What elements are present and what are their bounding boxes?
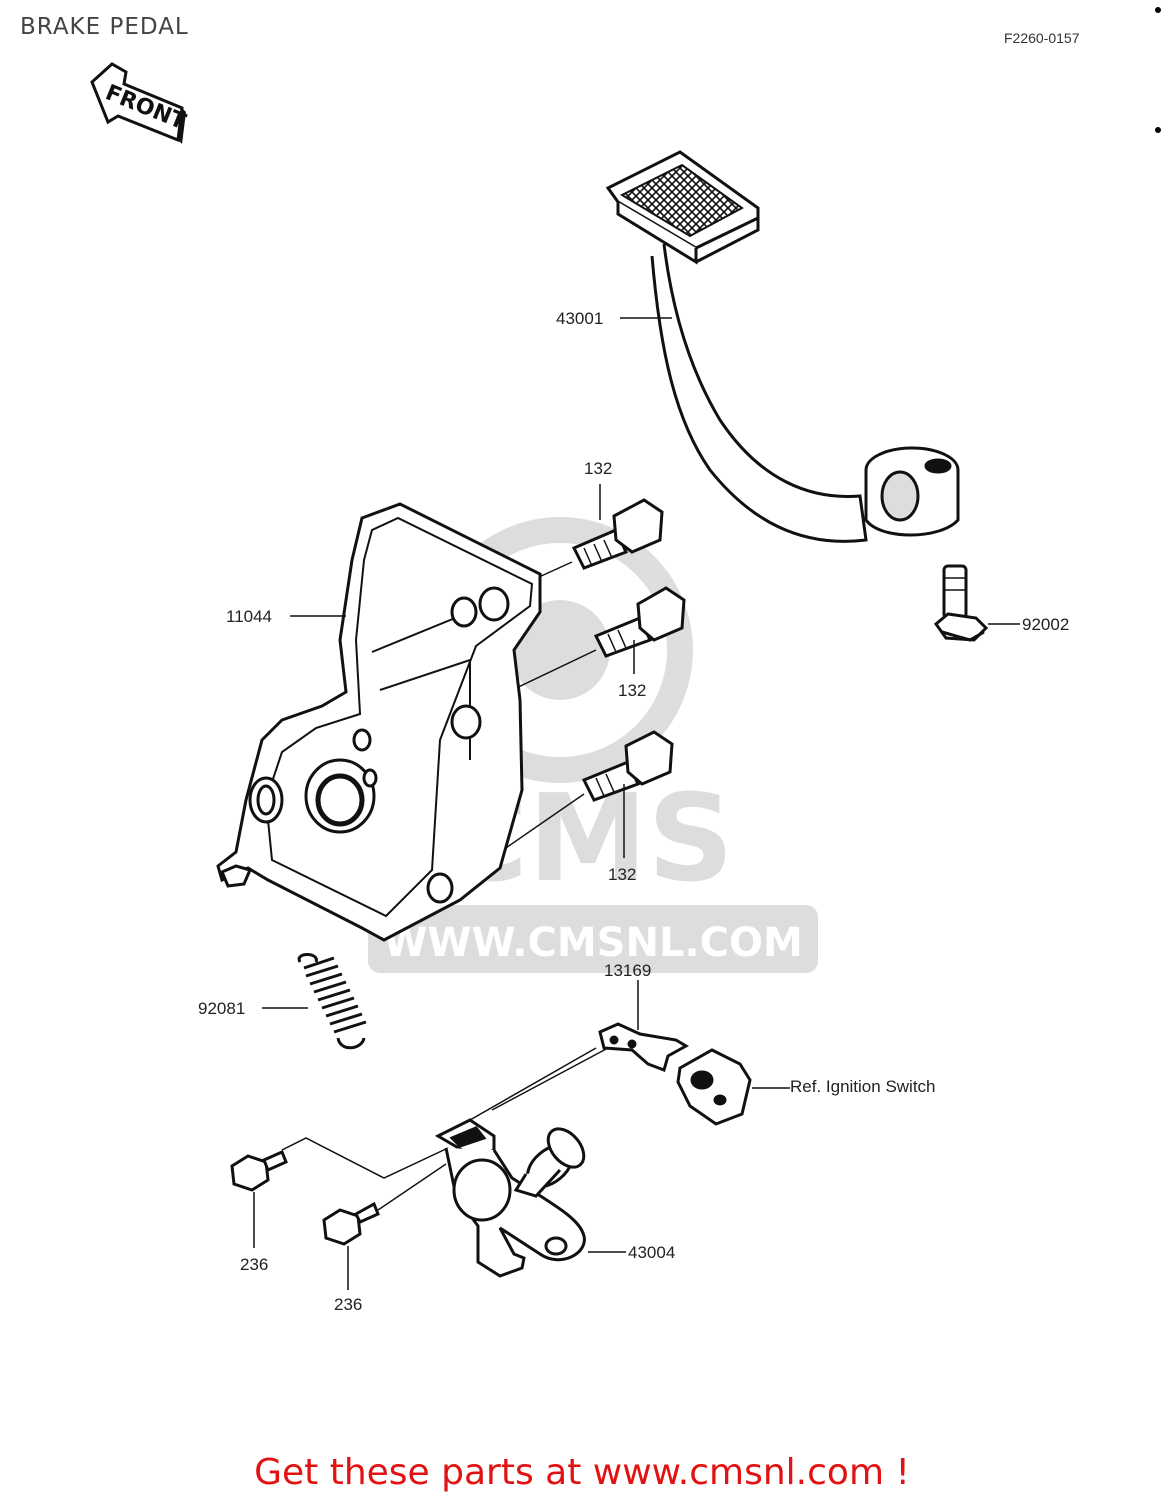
shaft-43004 — [434, 1118, 586, 1278]
label-92081: 92081 — [198, 999, 245, 1018]
screw-236-b — [322, 1201, 380, 1246]
assembly-lines — [281, 561, 609, 1211]
bolt-132-mid — [593, 586, 686, 658]
page-title: BRAKE PEDAL — [20, 14, 189, 40]
cmsnl-link[interactable]: Get these parts at www.cmsnl.com ! — [254, 1452, 910, 1493]
label-ignition-switch: Ref. Ignition Switch — [790, 1077, 936, 1096]
watermark-url: WWW.CMSNL.COM — [383, 920, 803, 966]
brake-pedal-43001 — [605, 150, 960, 543]
label-11044: 11044 — [226, 607, 272, 626]
label-236-a: 236 — [240, 1255, 268, 1274]
label-43001: 43001 — [556, 309, 603, 328]
watermark: CMS WWW.CMSNL.COM — [368, 517, 818, 973]
corner-mark — [1155, 7, 1161, 13]
screw-236-a — [230, 1149, 288, 1192]
front-arrow-icon: FRONT — [90, 62, 189, 144]
label-43004: 43004 — [628, 1243, 675, 1262]
ignition-switch-ref — [676, 1048, 752, 1126]
spring-92081 — [297, 953, 367, 1050]
label-13169: 13169 — [604, 961, 651, 980]
label-132-top: 132 — [584, 459, 612, 478]
parts-diagram: CMS WWW.CMSNL.COM FRONT 43001 92002 — [90, 7, 1161, 1314]
bolt-132-low — [581, 730, 674, 802]
label-92002: 92002 — [1022, 615, 1069, 634]
bolt-92002 — [933, 564, 989, 642]
bolt-132-top — [571, 498, 664, 570]
bracket-11044 — [216, 502, 542, 942]
lever-13169 — [598, 1022, 689, 1072]
label-132-low: 132 — [608, 865, 636, 884]
label-236-b: 236 — [334, 1295, 362, 1314]
corner-mark — [1155, 127, 1161, 133]
figure-code: F2260-0157 — [1004, 30, 1080, 46]
label-132-mid: 132 — [618, 681, 646, 700]
